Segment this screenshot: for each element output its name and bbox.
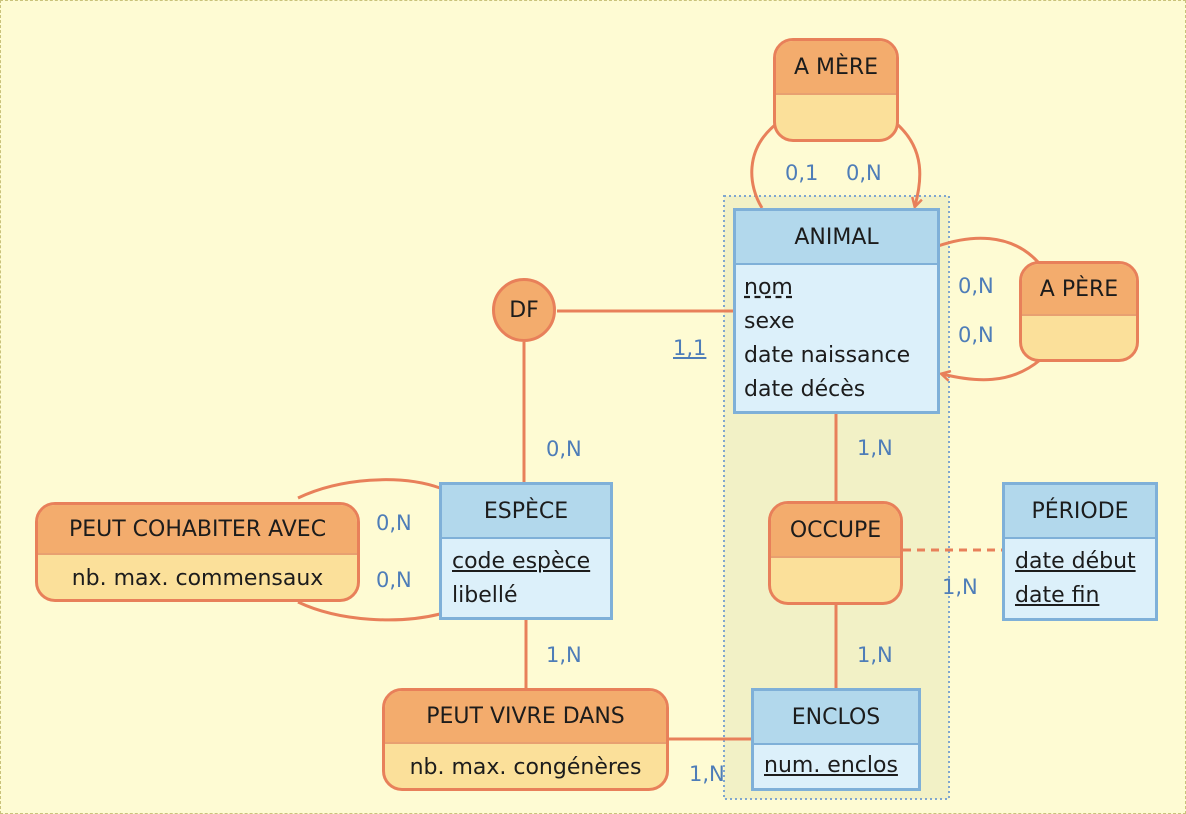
card-cohab-top: 0,N	[376, 511, 412, 535]
assoc-peut-cohabiter-title: PEUT COHABITER AVEC	[38, 505, 357, 555]
attribute-date-debut: date début	[1015, 549, 1136, 574]
assoc-peut-cohabiter-attribute: nb. max. commensaux	[71, 566, 324, 591]
entity-animal[interactable]: ANIMAL nom sexe date naissance date décè…	[733, 208, 940, 414]
link-pere-animal-bottom	[942, 358, 1041, 380]
link-mere-animal-right	[896, 123, 920, 206]
attribute-date-naissance: date naissance	[744, 343, 911, 368]
assoc-peut-cohabiter[interactable]: PEUT COHABITER AVEC nb. max. commensaux	[35, 502, 360, 602]
assoc-peut-vivre-title: PEUT VIVRE DANS	[385, 691, 666, 744]
assoc-occupe-attribute	[771, 558, 900, 602]
assoc-peut-vivre-attribute: nb. max. congénères	[409, 755, 642, 780]
assoc-a-pere[interactable]: A PÈRE	[1019, 261, 1139, 362]
card-df-animal: 1,1	[673, 336, 707, 360]
entity-espece-attributes: code espèce libellé	[442, 539, 610, 619]
link-cohab-bottom	[297, 600, 441, 622]
card-occupe-enclos: 1,N	[857, 643, 893, 667]
assoc-a-pere-attribute	[1022, 316, 1136, 359]
assoc-a-pere-title: A PÈRE	[1022, 264, 1136, 316]
card-df-espece: 0,N	[546, 437, 582, 461]
card-pere-bottom: 0,N	[958, 323, 994, 347]
df-circle[interactable]: DF	[492, 278, 556, 342]
entity-periode-title: PÉRIODE	[1005, 485, 1155, 539]
entity-periode[interactable]: PÉRIODE date début date fin	[1002, 482, 1158, 621]
link-cohab-top	[297, 478, 441, 500]
link-mere-animal-left	[750, 123, 776, 209]
card-mere-left: 0,1	[785, 161, 819, 185]
entity-periode-attributes: date début date fin	[1005, 539, 1155, 619]
assoc-a-mere[interactable]: A MÈRE	[773, 38, 899, 142]
assoc-occupe[interactable]: OCCUPE	[768, 501, 903, 605]
card-espece-vivre: 1,N	[546, 643, 582, 667]
entity-espece[interactable]: ESPÈCE code espèce libellé	[439, 482, 613, 620]
link-pere-animal-top	[937, 236, 1040, 264]
attribute-code-espece: code espèce	[452, 549, 591, 574]
assoc-a-mere-title: A MÈRE	[776, 41, 896, 95]
attribute-nom: nom	[744, 275, 793, 300]
entity-enclos-title: ENCLOS	[754, 691, 918, 745]
attribute-num-enclos: num. enclos	[764, 753, 898, 778]
entity-espece-title: ESPÈCE	[442, 485, 610, 539]
entity-enclos[interactable]: ENCLOS num. enclos	[751, 688, 921, 791]
assoc-peut-vivre[interactable]: PEUT VIVRE DANS nb. max. congénères	[382, 688, 669, 791]
card-animal-occupe: 1,N	[857, 436, 893, 460]
card-pere-top: 0,N	[958, 274, 994, 298]
card-cohab-bottom: 0,N	[376, 568, 412, 592]
entity-enclos-attributes: num. enclos	[754, 745, 918, 787]
assoc-occupe-title: OCCUPE	[771, 504, 900, 558]
attribute-date-deces: date décès	[744, 377, 866, 402]
attribute-libelle: libellé	[452, 583, 518, 608]
attribute-date-fin: date fin	[1015, 583, 1100, 608]
assoc-a-mere-attribute	[776, 95, 896, 139]
attribute-sexe: sexe	[744, 309, 795, 334]
entity-animal-title: ANIMAL	[736, 211, 937, 265]
card-mere-right: 0,N	[846, 161, 882, 185]
entity-animal-attributes: nom sexe date naissance date décès	[736, 265, 937, 413]
card-vivre-enclos: 1,N	[689, 762, 725, 786]
card-occupe-periode: 1,N	[942, 575, 978, 599]
